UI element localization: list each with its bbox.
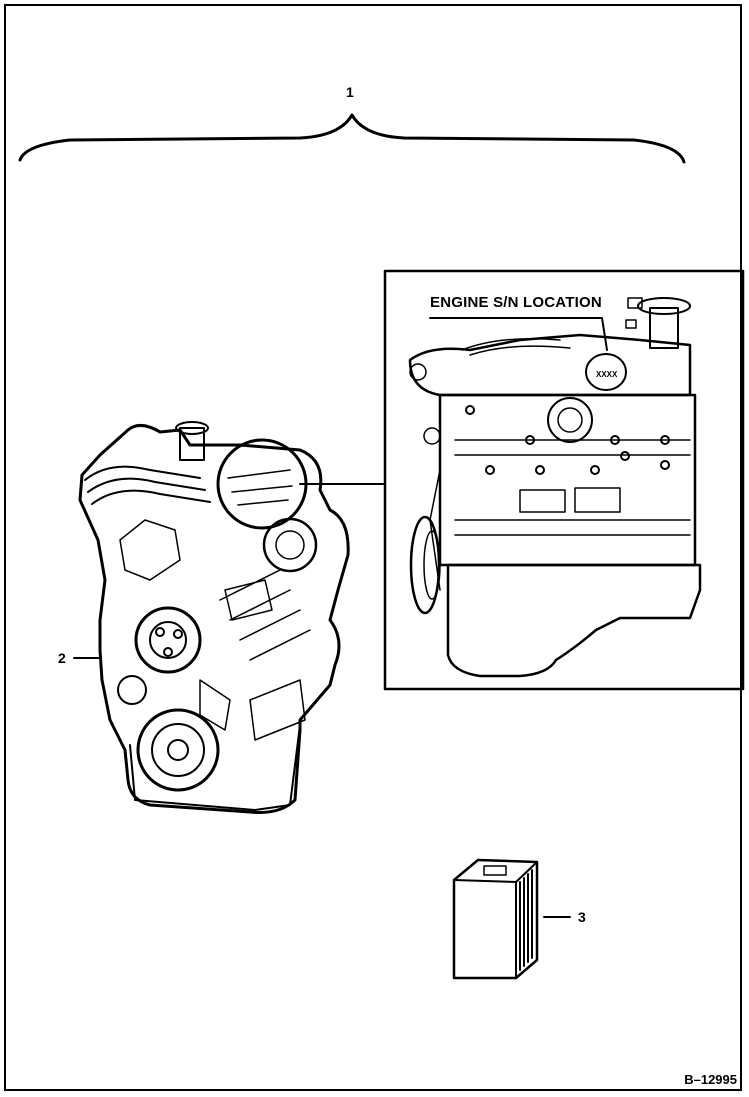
inset-box (383, 269, 745, 691)
inset-engine-illustration (408, 297, 702, 678)
figure-id: B–12995 (684, 1072, 737, 1087)
item-1-callout: 1 (346, 84, 354, 100)
main-engine-illustration (78, 421, 350, 814)
item-3-callout: 3 (578, 909, 586, 925)
item-3-box-illustration (452, 858, 539, 980)
inset-title: ENGINE S/N LOCATION (430, 294, 602, 311)
page-frame (4, 4, 742, 1091)
item-1-brace (18, 113, 686, 164)
sn-leader-line (429, 317, 608, 351)
item-2-callout: 2 (58, 650, 66, 666)
serial-number-placeholder: XXXX (596, 370, 618, 379)
